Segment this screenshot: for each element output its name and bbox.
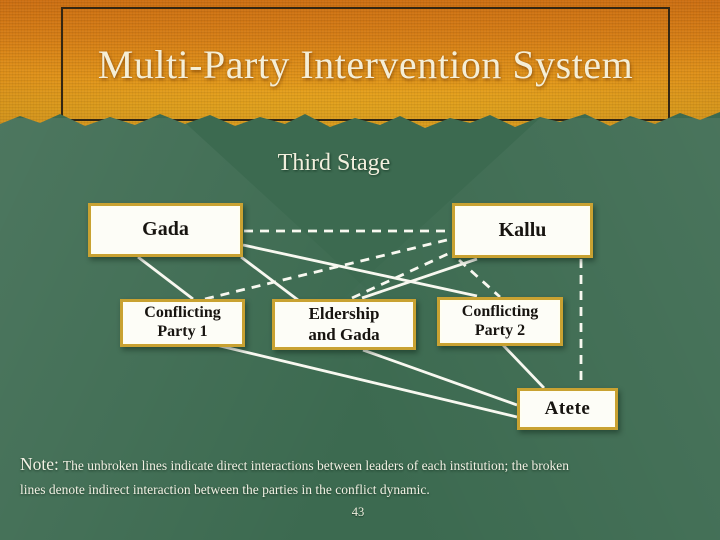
footnote-label: Note: — [20, 454, 59, 474]
title-band: Multi-Party Intervention System — [0, 0, 720, 128]
edge-party1-atete-solid — [215, 343, 518, 419]
edge-kallu-eldership-solid — [361, 257, 478, 300]
edge-gada-party1-solid — [137, 255, 194, 301]
stage-heading: Third Stage — [277, 150, 391, 176]
node-kallu: Kallu — [452, 203, 593, 258]
node-atete: Atete — [517, 388, 618, 430]
page-number: 43 — [351, 505, 365, 519]
edge-kallu-party2-dashed — [458, 258, 501, 299]
footnote-body: The unbroken lines indicate direct inter… — [20, 458, 569, 497]
title-box: Multi-Party Intervention System — [61, 7, 670, 121]
node-party2: Conflicting Party 2 — [437, 297, 563, 346]
slide-title: Multi-Party Intervention System — [97, 41, 634, 87]
edge-eldership-kallu-dashed — [351, 250, 453, 300]
edge-gada-party2-solid — [242, 243, 478, 298]
footnote: Note: The unbroken lines indicate direct… — [20, 451, 680, 502]
node-eldership: Eldership and Gada — [272, 299, 416, 350]
node-gada: Gada — [88, 203, 243, 257]
node-party1: Conflicting Party 1 — [120, 299, 245, 347]
edge-party1-kallu-dashed — [204, 237, 452, 301]
edge-eldership-atete-solid — [362, 348, 518, 407]
edge-party2-atete-solid — [501, 344, 546, 389]
edge-gada-eldership-solid — [240, 255, 299, 302]
